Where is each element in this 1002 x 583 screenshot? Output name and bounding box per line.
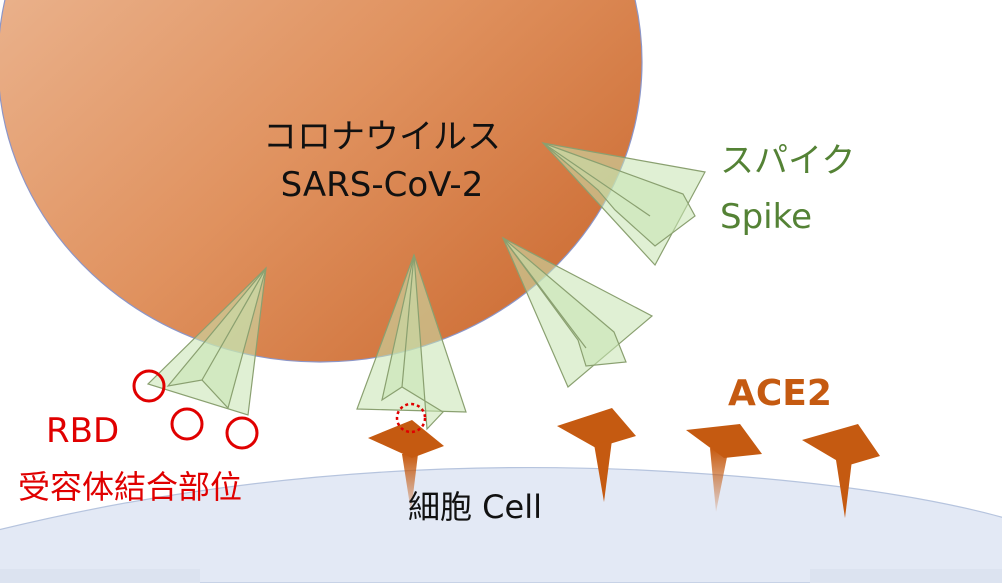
rbd-marker <box>132 369 166 403</box>
virus-name-ja: コロナウイルス <box>263 117 501 157</box>
cell-label: 細胞 Cell <box>408 488 542 526</box>
spike-label-ja: スパイク <box>720 141 855 181</box>
spike-2 <box>356 253 467 431</box>
rbd-label-ja: 受容体結合部位 <box>18 468 242 506</box>
virus-body <box>0 0 643 363</box>
rbd-label-en: RBD <box>46 411 119 451</box>
spike-3 <box>501 236 654 388</box>
ace2-label: ACE2 <box>728 373 832 414</box>
rbd-marker <box>170 407 204 441</box>
rbd-marker <box>225 416 259 450</box>
ace2-receptor-4 <box>802 424 880 518</box>
spike-4 <box>541 142 706 267</box>
rbd-markers <box>132 369 259 450</box>
ace2-receptor-3 <box>686 424 762 512</box>
ace2-receptor-2 <box>557 408 636 502</box>
virus-name-en: SARS-CoV-2 <box>281 165 484 205</box>
rbd-binding-marker <box>395 402 427 434</box>
ace2-receptor-1 <box>368 420 444 512</box>
spike-1 <box>146 266 267 416</box>
spike-label-en: Spike <box>720 197 812 237</box>
